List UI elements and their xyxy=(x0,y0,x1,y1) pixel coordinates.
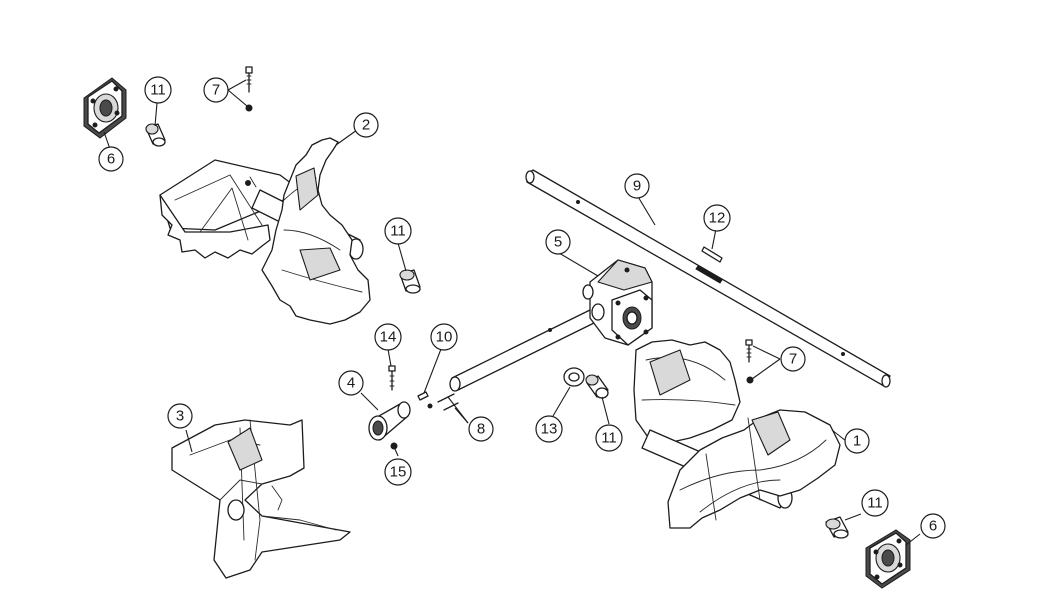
callout-15: 15 xyxy=(384,458,412,486)
callout-label: 15 xyxy=(390,464,407,481)
bushing-bottom-right xyxy=(825,516,849,539)
bushing-top-left xyxy=(145,123,166,147)
shear-pin xyxy=(701,246,723,263)
callout-label: 7 xyxy=(789,351,797,368)
callout-8: 8 xyxy=(468,416,494,442)
callout-6-bottom-right: 6 xyxy=(920,513,946,539)
auger-left xyxy=(159,137,371,325)
callout-label: 11 xyxy=(150,82,166,99)
bearing-flange-top-left xyxy=(83,77,127,139)
callout-5: 5 xyxy=(545,229,571,255)
callout-label: 2 xyxy=(362,117,370,134)
callout-label: 14 xyxy=(380,329,397,346)
callout-label: 8 xyxy=(477,421,485,438)
callout-7-right: 7 xyxy=(780,346,806,372)
callout-2: 2 xyxy=(353,112,379,138)
callout-9: 9 xyxy=(624,173,650,199)
callout-11-middle: 11 xyxy=(595,424,623,452)
callout-14: 14 xyxy=(374,323,402,351)
callout-6-top-left: 6 xyxy=(98,146,124,172)
impeller-hub xyxy=(368,401,411,441)
leader-lines xyxy=(103,79,921,546)
callout-label: 11 xyxy=(390,223,406,240)
callout-label: 10 xyxy=(436,329,453,346)
callout-label: 3 xyxy=(176,408,184,425)
callout-label: 9 xyxy=(633,178,641,195)
callout-label: 7 xyxy=(212,82,220,99)
callout-1: 1 xyxy=(844,428,870,454)
impeller xyxy=(171,419,351,579)
callout-label: 12 xyxy=(709,210,726,227)
callout-label: 13 xyxy=(541,421,558,438)
bolt-right xyxy=(745,339,754,384)
callout-13: 13 xyxy=(535,415,563,443)
callout-label: 11 xyxy=(867,495,883,512)
callout-12: 12 xyxy=(703,204,731,232)
callout-10: 10 xyxy=(430,323,458,351)
gearbox xyxy=(449,259,653,392)
callout-11-middle-left: 11 xyxy=(384,217,412,245)
callout-11-bottom-right: 11 xyxy=(861,489,889,517)
callout-label: 11 xyxy=(601,430,617,447)
bearing-flange-bottom-right xyxy=(865,529,911,589)
callout-label: 6 xyxy=(929,518,937,535)
bolt-14 xyxy=(388,365,396,391)
callout-11-top-left: 11 xyxy=(144,76,172,104)
auger-right xyxy=(633,339,841,529)
callout-3: 3 xyxy=(167,403,193,429)
callout-4: 4 xyxy=(338,370,364,396)
nut-15 xyxy=(390,442,398,450)
callout-label: 5 xyxy=(554,234,562,251)
washer-13 xyxy=(563,367,585,387)
bolt-8 xyxy=(427,393,459,411)
pin-10 xyxy=(417,391,429,401)
callout-label: 1 xyxy=(853,433,861,450)
bushing-middle-left xyxy=(399,269,421,294)
main-shaft xyxy=(525,169,891,388)
bushing-middle xyxy=(585,374,609,399)
callout-label: 6 xyxy=(107,151,115,168)
callout-7-top: 7 xyxy=(203,77,229,103)
callout-label: 4 xyxy=(347,375,355,392)
bolt-top xyxy=(245,66,253,112)
